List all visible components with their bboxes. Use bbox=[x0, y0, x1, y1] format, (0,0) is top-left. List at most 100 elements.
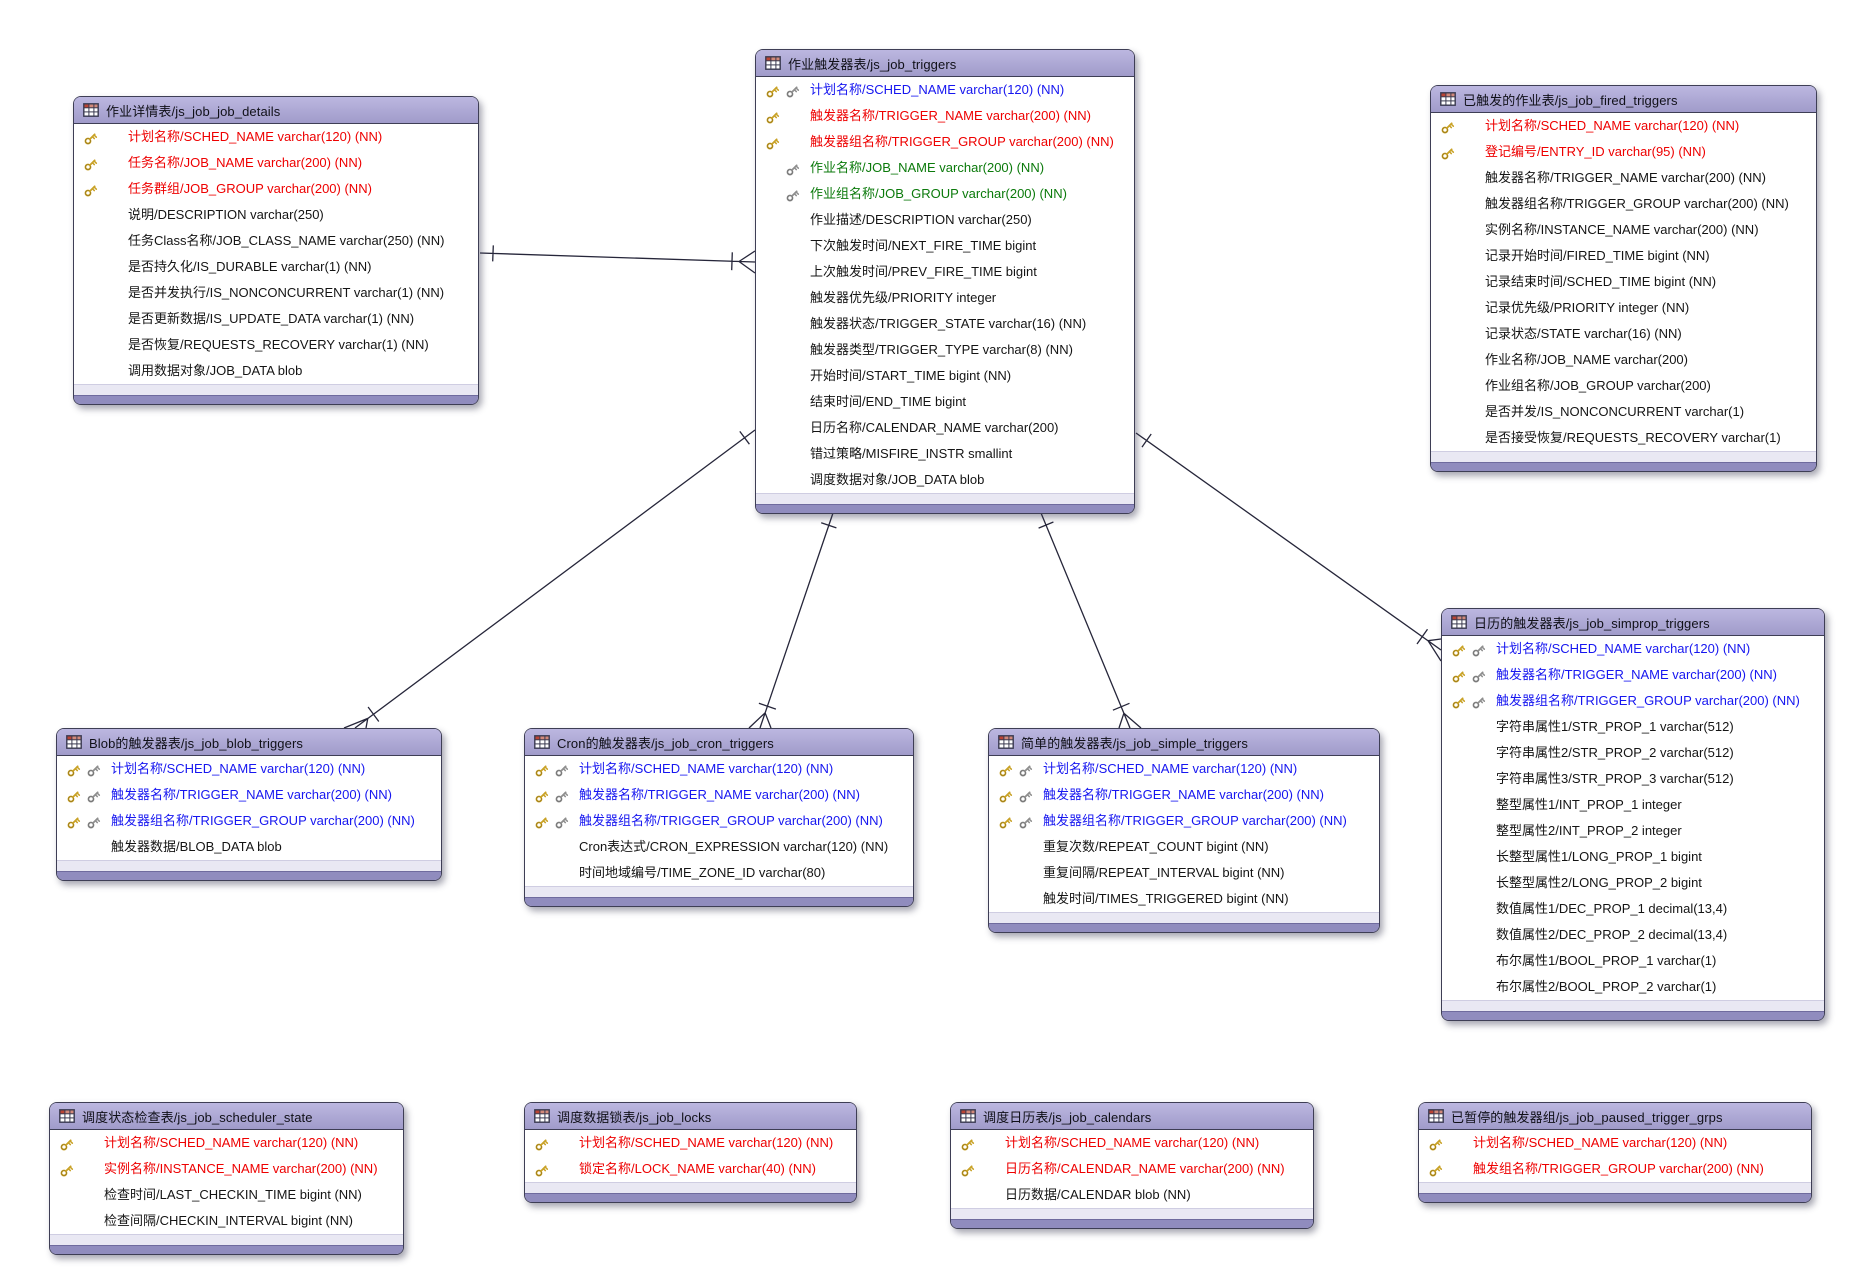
table-header[interactable]: Blob的触发器表/js_job_blob_triggers bbox=[57, 729, 441, 756]
field-row[interactable]: 时间地域编号/TIME_ZONE_ID varchar(80) bbox=[525, 860, 913, 886]
field-row[interactable]: 是否更新数据/IS_UPDATE_DATA varchar(1) (NN) bbox=[74, 306, 478, 332]
table-header[interactable]: 作业触发器表/js_job_triggers bbox=[756, 50, 1134, 77]
table-header[interactable]: 调度状态检查表/js_job_scheduler_state bbox=[50, 1103, 403, 1130]
field-row[interactable]: 触发器组名称/TRIGGER_GROUP varchar(200) (NN) bbox=[989, 808, 1379, 834]
field-row[interactable]: 触发组名称/TRIGGER_GROUP varchar(200) (NN) bbox=[1419, 1156, 1811, 1182]
field-row[interactable]: 数值属性1/DEC_PROP_1 decimal(13,4) bbox=[1442, 896, 1824, 922]
field-row[interactable]: 布尔属性1/BOOL_PROP_1 varchar(1) bbox=[1442, 948, 1824, 974]
table-header[interactable]: 调度日历表/js_job_calendars bbox=[951, 1103, 1313, 1130]
field-row[interactable]: 重复间隔/REPEAT_INTERVAL bigint (NN) bbox=[989, 860, 1379, 886]
field-row[interactable]: 任务Class名称/JOB_CLASS_NAME varchar(250) (N… bbox=[74, 228, 478, 254]
field-row[interactable]: 是否恢复/REQUESTS_RECOVERY varchar(1) (NN) bbox=[74, 332, 478, 358]
field-row[interactable]: 调用数据对象/JOB_DATA blob bbox=[74, 358, 478, 384]
field-row[interactable]: 锁定名称/LOCK_NAME varchar(40) (NN) bbox=[525, 1156, 856, 1182]
relationship-connector[interactable] bbox=[1135, 432, 1442, 662]
field-row[interactable]: 日历名称/CALENDAR_NAME varchar(200) bbox=[756, 415, 1134, 441]
field-row[interactable]: 计划名称/SCHED_NAME varchar(120) (NN) bbox=[1442, 636, 1824, 662]
field-row[interactable]: 结束时间/END_TIME bigint bbox=[756, 389, 1134, 415]
field-row[interactable]: 计划名称/SCHED_NAME varchar(120) (NN) bbox=[1431, 113, 1816, 139]
field-row[interactable]: 是否并发/IS_NONCONCURRENT varchar(1) bbox=[1431, 399, 1816, 425]
field-row[interactable]: 任务名称/JOB_NAME varchar(200) (NN) bbox=[74, 150, 478, 176]
table-header[interactable]: 调度数据锁表/js_job_locks bbox=[525, 1103, 856, 1130]
field-row[interactable]: 记录开始时间/FIRED_TIME bigint (NN) bbox=[1431, 243, 1816, 269]
field-row[interactable]: 调度数据对象/JOB_DATA blob bbox=[756, 467, 1134, 493]
relationship-connector[interactable] bbox=[1038, 512, 1142, 729]
field-row[interactable]: 计划名称/SCHED_NAME varchar(120) (NN) bbox=[50, 1130, 403, 1156]
field-row[interactable]: 计划名称/SCHED_NAME varchar(120) (NN) bbox=[74, 124, 478, 150]
field-row[interactable]: 重复次数/REPEAT_COUNT bigint (NN) bbox=[989, 834, 1379, 860]
relationship-connector[interactable] bbox=[343, 429, 756, 729]
field-row[interactable]: 开始时间/START_TIME bigint (NN) bbox=[756, 363, 1134, 389]
field-row[interactable]: 实例名称/INSTANCE_NAME varchar(200) (NN) bbox=[1431, 217, 1816, 243]
field-row[interactable]: 登记编号/ENTRY_ID varchar(95) (NN) bbox=[1431, 139, 1816, 165]
field-row[interactable]: 长整型属性2/LONG_PROP_2 bigint bbox=[1442, 870, 1824, 896]
field-row[interactable]: 错过策略/MISFIRE_INSTR smallint bbox=[756, 441, 1134, 467]
field-row[interactable]: 长整型属性1/LONG_PROP_1 bigint bbox=[1442, 844, 1824, 870]
field-row[interactable]: 记录状态/STATE varchar(16) (NN) bbox=[1431, 321, 1816, 347]
field-row[interactable]: 记录结束时间/SCHED_TIME bigint (NN) bbox=[1431, 269, 1816, 295]
field-row[interactable]: 记录优先级/PRIORITY integer (NN) bbox=[1431, 295, 1816, 321]
table-header[interactable]: 日历的触发器表/js_job_simprop_triggers bbox=[1442, 609, 1824, 636]
field-row[interactable]: 字符串属性1/STR_PROP_1 varchar(512) bbox=[1442, 714, 1824, 740]
field-row[interactable]: 触发器类型/TRIGGER_TYPE varchar(8) (NN) bbox=[756, 337, 1134, 363]
relationship-connector[interactable] bbox=[479, 245, 756, 274]
field-row[interactable]: 整型属性2/INT_PROP_2 integer bbox=[1442, 818, 1824, 844]
field-row[interactable]: 作业组名称/JOB_GROUP varchar(200) bbox=[1431, 373, 1816, 399]
field-row[interactable]: 计划名称/SCHED_NAME varchar(120) (NN) bbox=[989, 756, 1379, 782]
field-row[interactable]: 日历名称/CALENDAR_NAME varchar(200) (NN) bbox=[951, 1156, 1313, 1182]
field-row[interactable]: 触发器名称/TRIGGER_NAME varchar(200) (NN) bbox=[989, 782, 1379, 808]
field-row[interactable]: 触发器名称/TRIGGER_NAME varchar(200) (NN) bbox=[1442, 662, 1824, 688]
field-row[interactable]: 下次触发时间/NEXT_FIRE_TIME bigint bbox=[756, 233, 1134, 259]
field-row[interactable]: 触发器状态/TRIGGER_STATE varchar(16) (NN) bbox=[756, 311, 1134, 337]
field-row[interactable]: 数值属性2/DEC_PROP_2 decimal(13,4) bbox=[1442, 922, 1824, 948]
table-header[interactable]: 简单的触发器表/js_job_simple_triggers bbox=[989, 729, 1379, 756]
field-row[interactable]: 是否持久化/IS_DURABLE varchar(1) (NN) bbox=[74, 254, 478, 280]
field-row[interactable]: 触发器数据/BLOB_DATA blob bbox=[57, 834, 441, 860]
field-row[interactable]: 触发器优先级/PRIORITY integer bbox=[756, 285, 1134, 311]
field-row[interactable]: 触发器组名称/TRIGGER_GROUP varchar(200) (NN) bbox=[525, 808, 913, 834]
field-row[interactable]: 触发器组名称/TRIGGER_GROUP varchar(200) (NN) bbox=[1431, 191, 1816, 217]
field-row[interactable]: 字符串属性3/STR_PROP_3 varchar(512) bbox=[1442, 766, 1824, 792]
field-row[interactable]: 作业组名称/JOB_GROUP varchar(200) (NN) bbox=[756, 181, 1134, 207]
field-row[interactable]: 检查间隔/CHECKIN_INTERVAL bigint (NN) bbox=[50, 1208, 403, 1234]
field-row[interactable]: 计划名称/SCHED_NAME varchar(120) (NN) bbox=[951, 1130, 1313, 1156]
table-header[interactable]: 作业详情表/js_job_job_details bbox=[74, 97, 478, 124]
field-row[interactable]: 计划名称/SCHED_NAME varchar(120) (NN) bbox=[1419, 1130, 1811, 1156]
field-row[interactable]: 触发器组名称/TRIGGER_GROUP varchar(200) (NN) bbox=[57, 808, 441, 834]
field-row[interactable]: 作业名称/JOB_NAME varchar(200) (NN) bbox=[756, 155, 1134, 181]
field-row[interactable]: 实例名称/INSTANCE_NAME varchar(200) (NN) bbox=[50, 1156, 403, 1182]
field-row[interactable]: Cron表达式/CRON_EXPRESSION varchar(120) (NN… bbox=[525, 834, 913, 860]
field-row[interactable]: 整型属性1/INT_PROP_1 integer bbox=[1442, 792, 1824, 818]
field-row[interactable]: 计划名称/SCHED_NAME varchar(120) (NN) bbox=[756, 77, 1134, 103]
field-row[interactable]: 检查时间/LAST_CHECKIN_TIME bigint (NN) bbox=[50, 1182, 403, 1208]
field-row[interactable]: 作业描述/DESCRIPTION varchar(250) bbox=[756, 207, 1134, 233]
field-row[interactable]: 是否接受恢复/REQUESTS_RECOVERY varchar(1) bbox=[1431, 425, 1816, 451]
field-row[interactable]: 触发器组名称/TRIGGER_GROUP varchar(200) (NN) bbox=[1442, 688, 1824, 714]
field-row[interactable]: 触发器组名称/TRIGGER_GROUP varchar(200) (NN) bbox=[756, 129, 1134, 155]
field-row[interactable]: 上次触发时间/PREV_FIRE_TIME bigint bbox=[756, 259, 1134, 285]
field-row[interactable]: 作业名称/JOB_NAME varchar(200) bbox=[1431, 347, 1816, 373]
field-row[interactable]: 布尔属性2/BOOL_PROP_2 varchar(1) bbox=[1442, 974, 1824, 1000]
field-row[interactable]: 字符串属性2/STR_PROP_2 varchar(512) bbox=[1442, 740, 1824, 766]
field-row[interactable]: 任务群组/JOB_GROUP varchar(200) (NN) bbox=[74, 176, 478, 202]
field-row[interactable]: 触发器名称/TRIGGER_NAME varchar(200) (NN) bbox=[1431, 165, 1816, 191]
field-row[interactable]: 触发器名称/TRIGGER_NAME varchar(200) (NN) bbox=[525, 782, 913, 808]
field-row[interactable]: 触发器名称/TRIGGER_NAME varchar(200) (NN) bbox=[57, 782, 441, 808]
field-row[interactable]: 是否并发执行/IS_NONCONCURRENT varchar(1) (NN) bbox=[74, 280, 478, 306]
field-row[interactable]: 触发器名称/TRIGGER_NAME varchar(200) (NN) bbox=[756, 103, 1134, 129]
field-row[interactable]: 计划名称/SCHED_NAME varchar(120) (NN) bbox=[57, 756, 441, 782]
table-header[interactable]: 已暂停的触发器组/js_job_paused_trigger_grps bbox=[1419, 1103, 1811, 1130]
relationship-connector[interactable] bbox=[748, 512, 837, 729]
field-row[interactable]: 计划名称/SCHED_NAME varchar(120) (NN) bbox=[525, 1130, 856, 1156]
table-header[interactable]: Cron的触发器表/js_job_cron_triggers bbox=[525, 729, 913, 756]
field-row[interactable]: 触发时间/TIMES_TRIGGERED bigint (NN) bbox=[989, 886, 1379, 912]
